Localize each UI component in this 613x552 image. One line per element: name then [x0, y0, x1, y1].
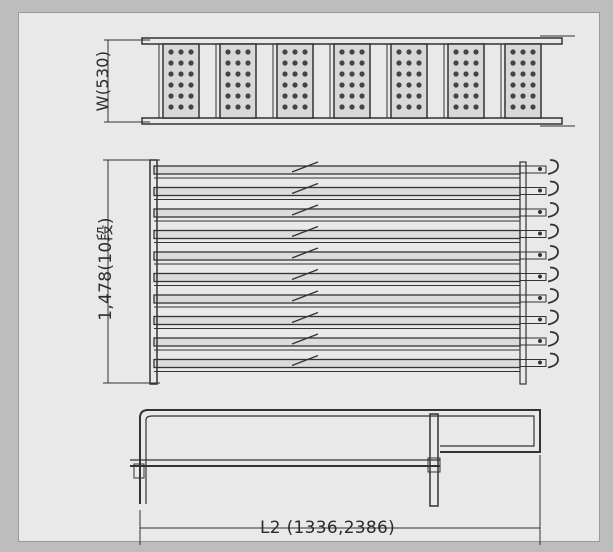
step-panel [329, 43, 371, 119]
top-view [104, 35, 575, 127]
step-panel [158, 43, 200, 119]
step-panel [272, 43, 314, 119]
step-panel [215, 43, 257, 119]
length-dimension-label: L2 (1336,2386) [260, 518, 396, 538]
stacked-ladder [153, 159, 559, 179]
step-panel [386, 43, 428, 119]
height-dimension-label: 1,478(10段) [96, 217, 116, 321]
stacked-ladder [153, 202, 559, 222]
step-panel [443, 43, 485, 119]
step-panel [500, 43, 542, 119]
stacked-ladder [153, 309, 559, 329]
stacked-ladder [153, 223, 559, 243]
step-panels [158, 43, 542, 119]
stacked-view [103, 159, 559, 385]
stacked-ladder [153, 266, 559, 286]
side-view [130, 409, 541, 545]
stacked-ladders [153, 159, 559, 372]
stacked-ladder [153, 352, 559, 372]
stacked-ladder [153, 331, 559, 351]
stacked-ladder [153, 180, 559, 200]
stacked-ladder [153, 245, 559, 265]
stacked-ladder [153, 288, 559, 308]
width-dimension-label: W(530) [93, 50, 112, 112]
